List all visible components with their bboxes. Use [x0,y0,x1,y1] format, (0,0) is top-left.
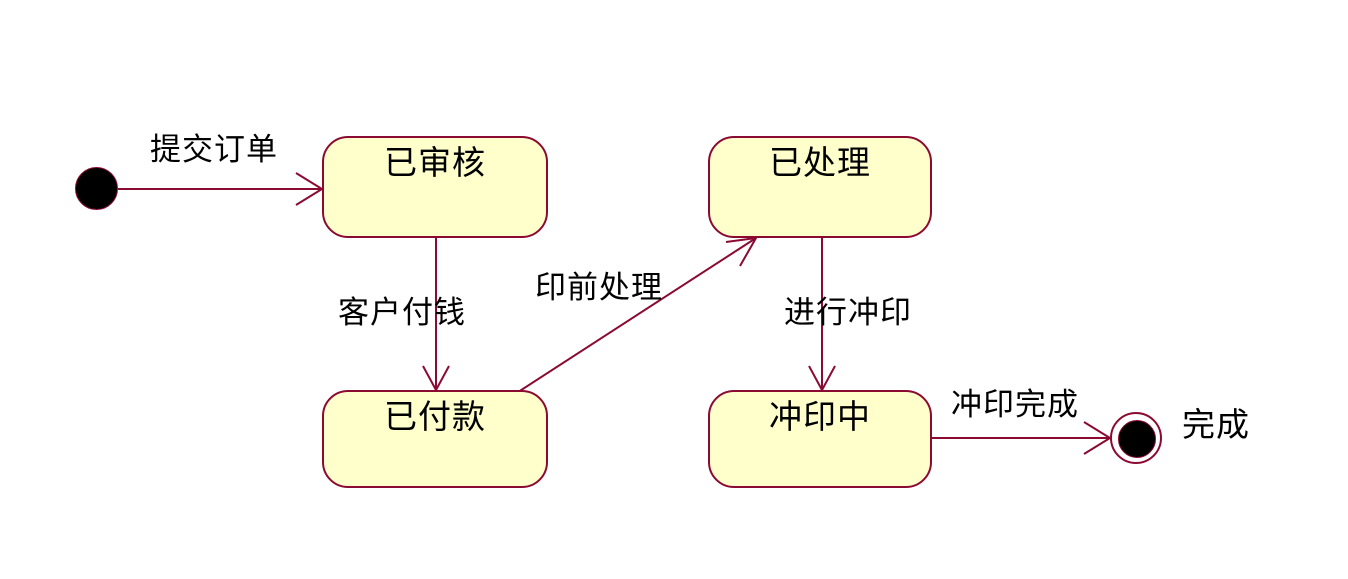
transition-edge-prepress [511,236,758,397]
transition-label-prepress: 印前处理 [535,270,663,305]
state-label-reviewed: 已审核 [384,146,486,182]
state-label-printing: 冲印中 [769,400,871,436]
transition-edge-submit-order [118,172,324,206]
state-label-processed: 已处理 [769,146,871,182]
state-label-paid: 已付款 [384,400,486,436]
state-node-reviewed[interactable]: 已审核 [322,136,548,238]
state-node-printing[interactable]: 冲印中 [708,390,932,488]
initial-state-node[interactable] [75,167,118,210]
final-state-node[interactable] [1110,412,1162,464]
final-state-caption: 完成 [1182,408,1250,444]
transition-label-submit-order: 提交订单 [150,132,278,167]
state-node-paid[interactable]: 已付款 [322,390,548,488]
transition-label-printing-done: 冲印完成 [951,387,1079,422]
final-state-inner-disc [1118,420,1156,458]
transition-edge-printing-done [932,421,1112,455]
transition-label-customer-pays: 客户付钱 [338,295,466,330]
transition-label-start-printing: 进行冲印 [784,295,912,330]
state-node-processed[interactable]: 已处理 [708,136,932,238]
